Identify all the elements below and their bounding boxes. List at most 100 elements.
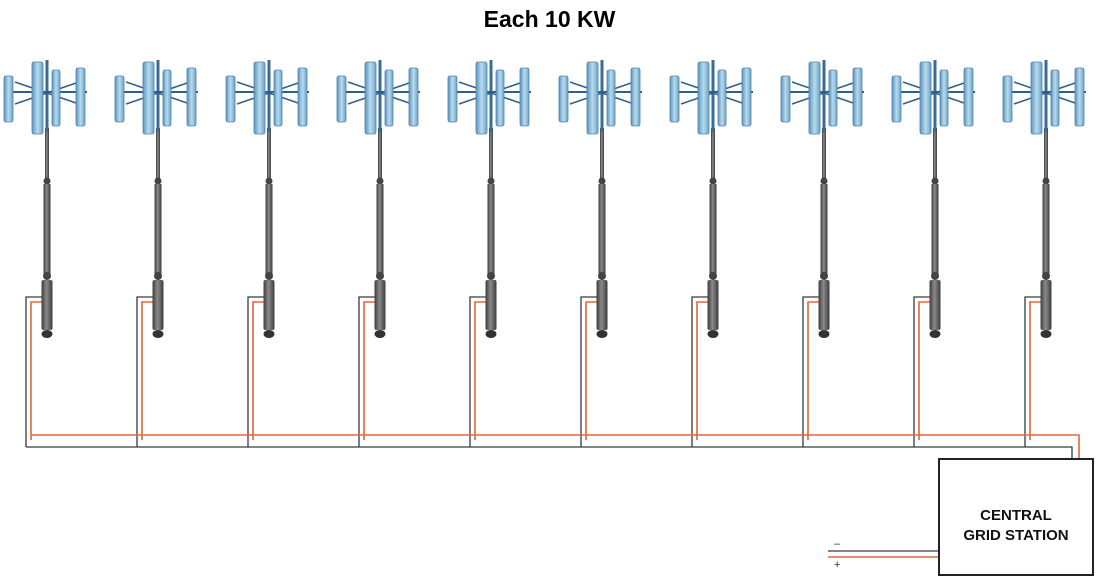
turbine-blade: [114, 75, 125, 123]
positive-terminal-label: +: [834, 559, 841, 571]
mast-joint: [709, 272, 717, 280]
rotor-arm: [569, 81, 635, 105]
mast-joint: [154, 177, 162, 185]
turbine-blade: [558, 75, 569, 123]
generator-housing: [818, 280, 830, 330]
turbine-mast: [709, 184, 717, 274]
turbine-mast: [931, 184, 939, 274]
turbine-base: [263, 330, 275, 338]
generator-housing: [374, 280, 386, 330]
turbine-mast: [487, 184, 495, 274]
positive-wire: [141, 301, 154, 440]
negative-wire: [247, 296, 265, 447]
turbine-mast-top: [267, 128, 271, 180]
wind-turbine: [1002, 60, 1086, 338]
turbine-mast: [265, 184, 273, 274]
mast-joint: [265, 177, 273, 185]
central-grid-station: CENTRAL GRID STATION: [938, 458, 1094, 576]
rotor-arm: [347, 81, 413, 105]
generator-housing: [596, 280, 608, 330]
negative-terminal-label: –: [834, 538, 841, 550]
rotor-shaft: [45, 60, 49, 132]
positive-wire: [30, 301, 43, 440]
turbine-blade: [828, 69, 838, 127]
rotor-arm: [458, 81, 524, 105]
turbine-blade: [586, 61, 599, 135]
rotor-shaft: [1044, 60, 1048, 132]
turbine-mast: [376, 184, 384, 274]
turbine-base: [374, 330, 386, 338]
turbine-blade: [336, 75, 347, 123]
generator-housing: [41, 280, 53, 330]
turbine-base: [596, 330, 608, 338]
turbine-blade: [75, 67, 86, 127]
turbine-blade: [963, 67, 974, 127]
turbine-blade: [253, 61, 266, 135]
turbine-mast-top: [711, 128, 715, 180]
turbine-row: [3, 60, 1086, 338]
mast-joint: [43, 177, 51, 185]
turbine-mast-top: [600, 128, 604, 180]
wind-turbine: [3, 60, 87, 338]
turbine-mast-top: [489, 128, 493, 180]
positive-wire: [1029, 301, 1042, 440]
negative-wire: [358, 296, 376, 447]
turbine-blade: [273, 69, 283, 127]
positive-wire: [585, 301, 598, 440]
negative-wire: [802, 296, 820, 447]
turbine-blade: [225, 75, 236, 123]
turbine-base: [818, 330, 830, 338]
wind-turbine: [225, 60, 309, 338]
turbine-mast: [820, 184, 828, 274]
mast-joint: [598, 272, 606, 280]
negative-wire: [136, 296, 154, 447]
turbine-blade: [606, 69, 616, 127]
turbine-blade: [297, 67, 308, 127]
wind-turbine: [558, 60, 642, 338]
turbine-blade: [1002, 75, 1013, 123]
mast-joint: [487, 177, 495, 185]
turbine-base: [41, 330, 53, 338]
generator-housing: [929, 280, 941, 330]
mast-joint: [376, 177, 384, 185]
turbine-mast-top: [156, 128, 160, 180]
negative-wire: [1024, 296, 1042, 447]
turbine-blade: [519, 67, 530, 127]
turbine-mast-top: [45, 128, 49, 180]
mast-joint: [820, 177, 828, 185]
turbine-mast: [1042, 184, 1050, 274]
turbine-blade: [3, 75, 14, 123]
mast-joint: [598, 177, 606, 185]
turbine-blade: [447, 75, 458, 123]
turbine-blade: [384, 69, 394, 127]
mast-joint: [265, 272, 273, 280]
rotor-arm: [125, 81, 191, 105]
turbine-base: [152, 330, 164, 338]
turbine-mast: [43, 184, 51, 274]
mast-joint: [154, 272, 162, 280]
rotor-shaft: [489, 60, 493, 132]
positive-wire: [807, 301, 820, 440]
rotor-arm: [14, 81, 80, 105]
negative-bus: [26, 446, 1073, 458]
turbine-base: [485, 330, 497, 338]
turbine-mast: [598, 184, 606, 274]
positive-wire: [918, 301, 931, 440]
turbine-blade: [1074, 67, 1085, 127]
turbine-base: [707, 330, 719, 338]
generator-housing: [1040, 280, 1052, 330]
negative-wire: [691, 296, 709, 447]
turbine-mast-top: [822, 128, 826, 180]
positive-bus: [31, 434, 1080, 458]
wind-turbine: [780, 60, 864, 338]
mast-joint: [376, 272, 384, 280]
turbine-mast-top: [1044, 128, 1048, 180]
mast-joint: [931, 177, 939, 185]
rotor-shaft: [267, 60, 271, 132]
turbine-blade: [697, 61, 710, 135]
wind-turbine: [669, 60, 753, 338]
turbine-blade: [186, 67, 197, 127]
generator-housing: [485, 280, 497, 330]
wiring-layer: [25, 296, 1080, 558]
